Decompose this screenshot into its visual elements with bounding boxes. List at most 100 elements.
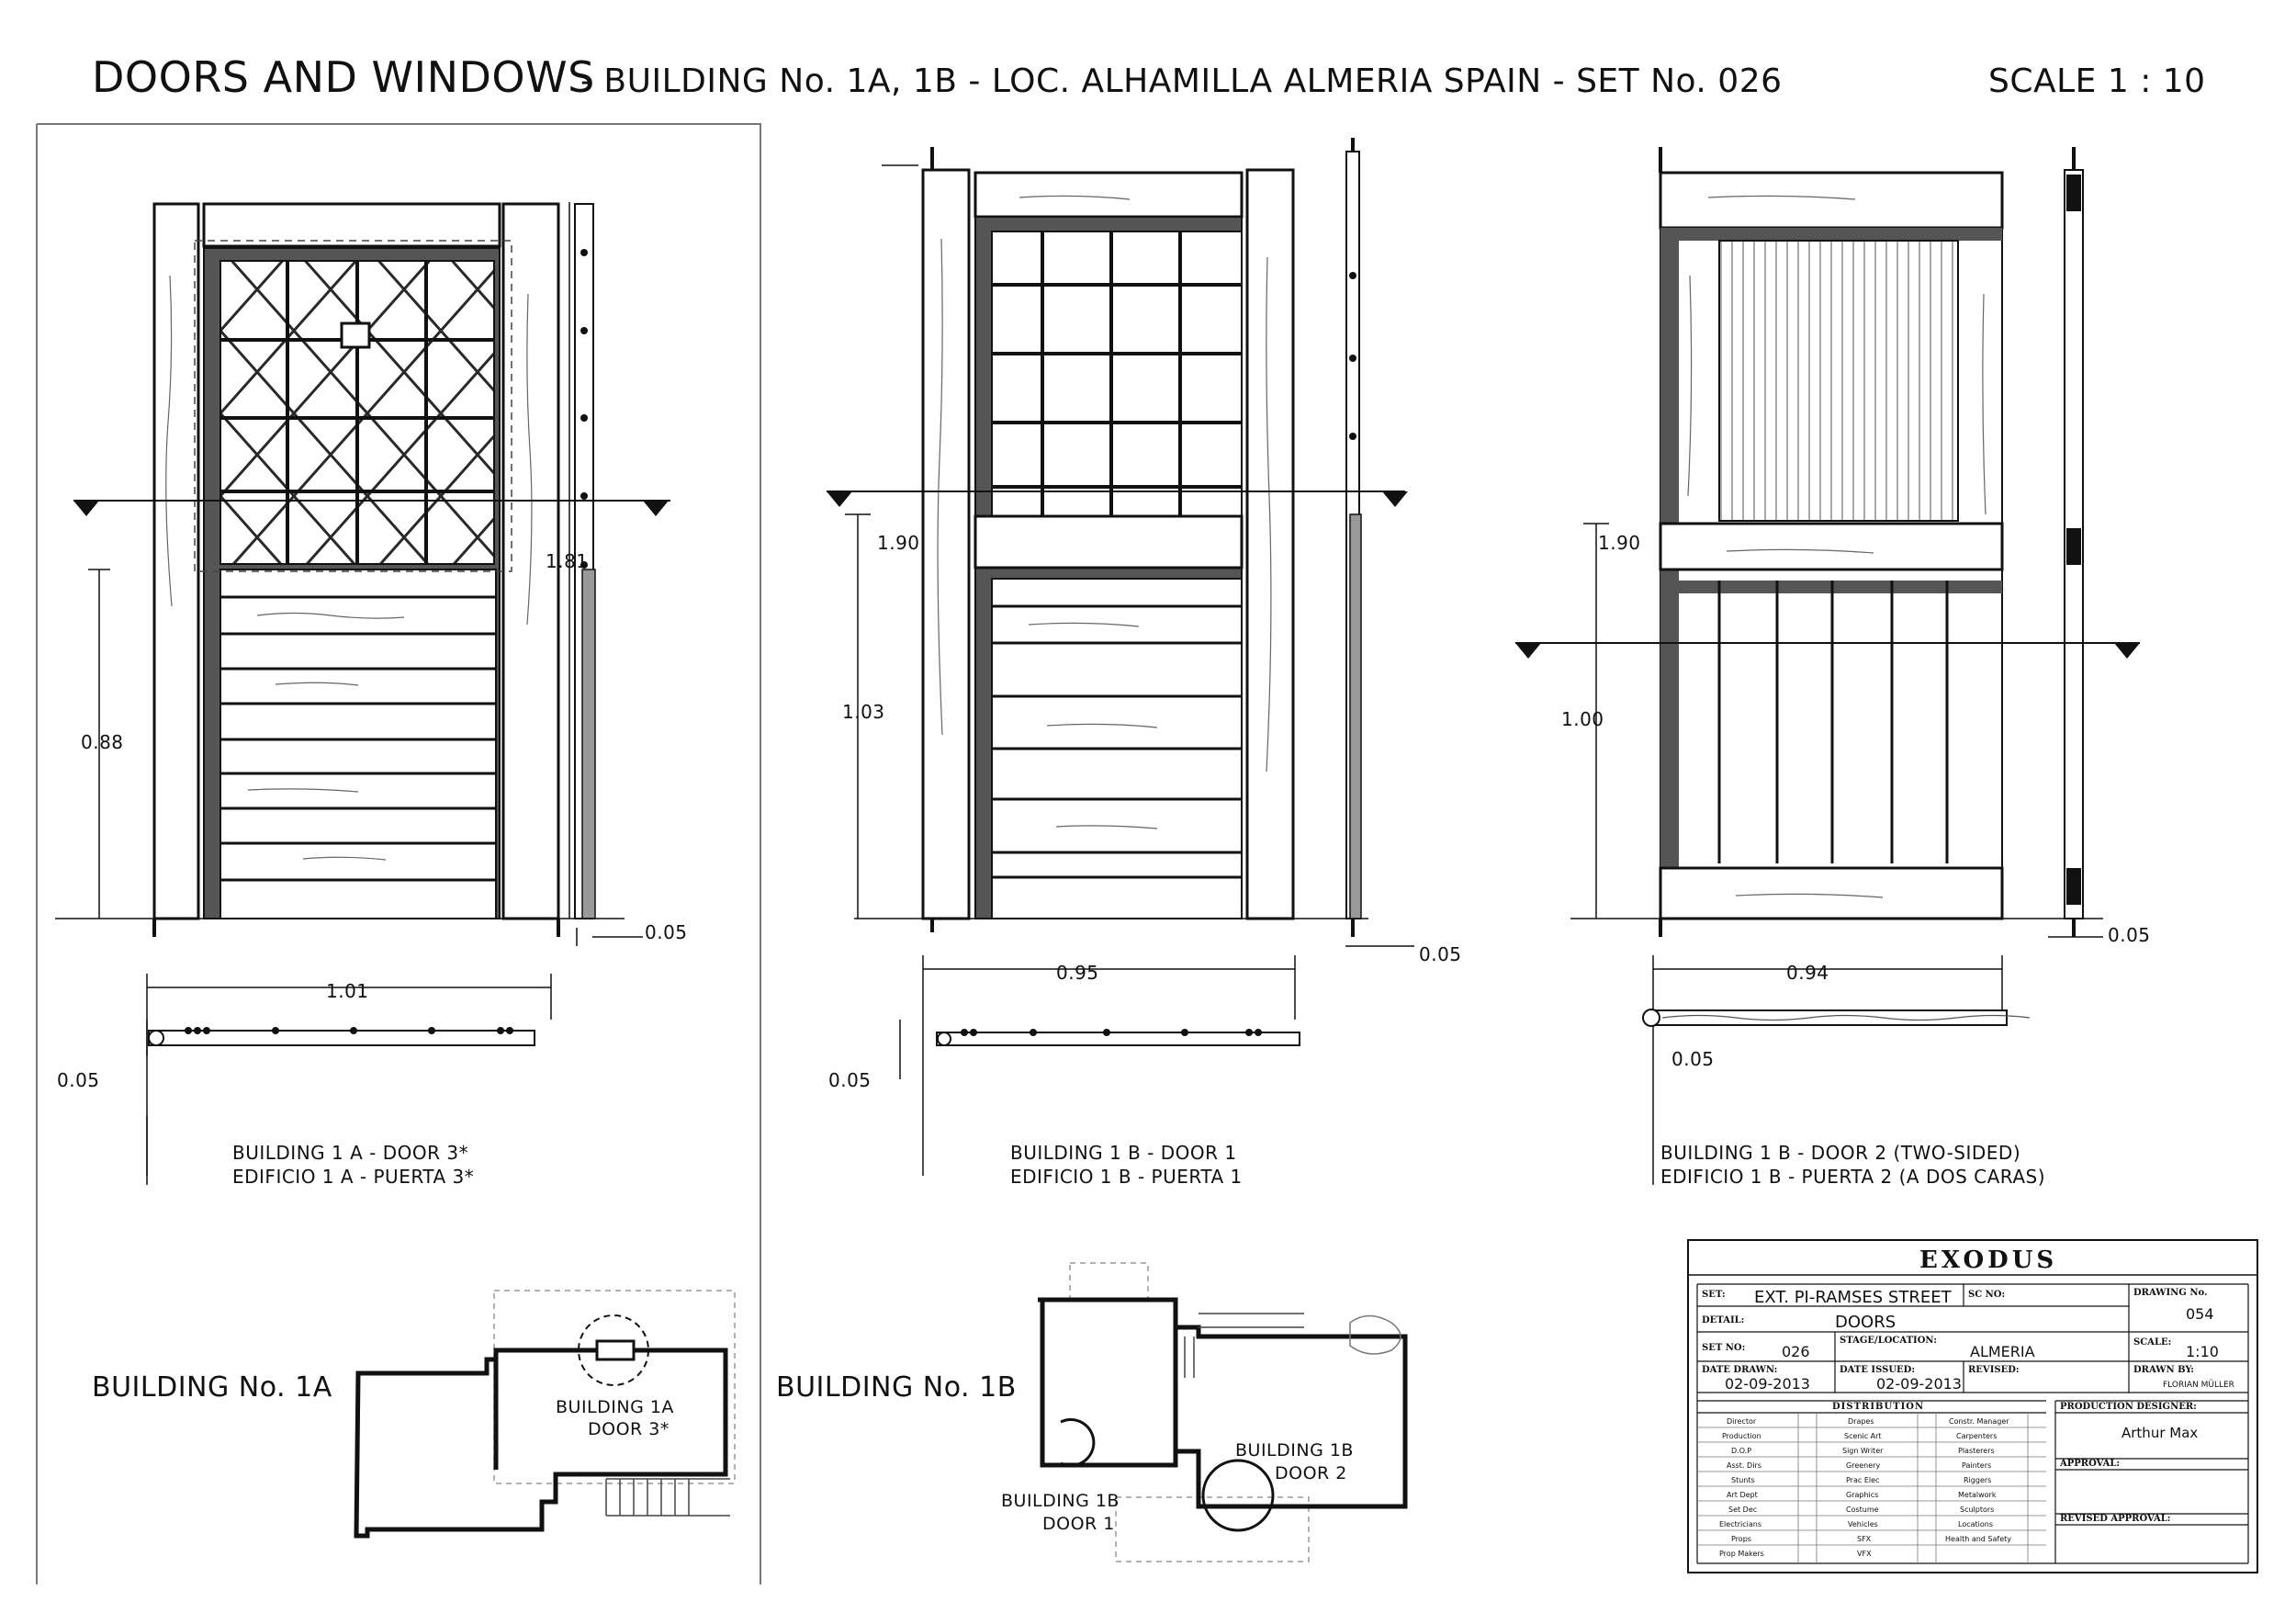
tb-drawing-no-label: DRAWING No.: [2133, 1288, 2207, 1298]
tb-distribution-label: DISTRIBUTION: [1832, 1402, 1924, 1412]
plan-1b-door1-label-2: DOOR 1: [1042, 1514, 1115, 1534]
door-1b-2-dim-width: 0.94: [1786, 962, 1829, 984]
door-1a-label-en: BUILDING 1 A - DOOR 3*: [232, 1142, 468, 1164]
tb-dist-3-1: Carpenters: [1956, 1432, 1997, 1440]
plan-1a-label-2: DOOR 3*: [588, 1419, 670, 1439]
tb-scale-value: 1:10: [2186, 1343, 2219, 1360]
door-1a-dim-thickness-side: 0.05: [645, 921, 688, 943]
sheet-scale: SCALE 1 : 10: [1988, 62, 2206, 100]
door-1b-1-elevation: [827, 138, 1408, 937]
door-1b-2-plan-section: [1642, 1009, 2031, 1027]
door-1a-label-es: EDIFICIO 1 A - PUERTA 3*: [232, 1166, 474, 1188]
door-1b-2-dim-thickness-side: 0.05: [2108, 924, 2151, 946]
door-1b-2-dimensions: [1570, 523, 2103, 1185]
tb-dist-3-5: Metalwork: [1958, 1491, 1997, 1499]
tb-stage-value: ALMERIA: [1970, 1343, 2035, 1360]
tb-dist-2-7: Vehicles: [1848, 1520, 1878, 1528]
door-1b-1-plan-section: [936, 1029, 1300, 1046]
sheet-title: DOORS AND WINDOWS: [92, 52, 595, 102]
tb-dist-3-2: Plasterers: [1958, 1447, 1995, 1455]
sheet-frame-left: [37, 123, 761, 1585]
plan-1a-drawing: [354, 1290, 736, 1539]
plan-1b-door2-label-1: BUILDING 1B: [1235, 1440, 1354, 1460]
door-1a-dim-thickness-plan: 0.05: [57, 1069, 100, 1091]
sheet-subtitle: - BUILDING No. 1A, 1B - LOC. ALHAMILLA A…: [580, 62, 1783, 100]
tb-date-issued-value: 02-09-2013: [1876, 1375, 1962, 1393]
tb-dist-3-4: Riggers: [1964, 1476, 1991, 1484]
tb-dist-1-8: Props: [1731, 1535, 1751, 1543]
door-1a-dim-total: 1.81: [546, 550, 589, 572]
door-1b-2-elevation: [1515, 147, 2140, 937]
tb-dist-1-7: Electricians: [1719, 1520, 1761, 1528]
tb-dist-2-4: Prac Elec: [1846, 1476, 1879, 1484]
door-1b-2-label-es: EDIFICIO 1 B - PUERTA 2 (A DOS CARAS): [1660, 1166, 2045, 1188]
door-1b-1-dim-total: 1.90: [877, 532, 920, 554]
plan-1a-title: BUILDING No. 1A: [92, 1371, 332, 1404]
tb-detail-value: DOORS: [1835, 1313, 1896, 1332]
tb-dist-3-8: Health and Safety: [1945, 1535, 2011, 1543]
tb-dist-1-1: Production: [1722, 1432, 1761, 1440]
tb-date-drawn-label: DATE DRAWN:: [1702, 1365, 1777, 1375]
plan-1b-drawing: [1038, 1262, 1408, 1562]
tb-dist-1-9: Prop Makers: [1719, 1550, 1764, 1558]
tb-date-issued-label: DATE ISSUED:: [1840, 1365, 1915, 1375]
door-1b-1-dim-width: 0.95: [1056, 962, 1099, 984]
plan-1b-title: BUILDING No. 1B: [776, 1371, 1017, 1404]
tb-dist-2-1: Scenic Art: [1844, 1432, 1882, 1440]
tb-dist-2-2: Sign Writer: [1842, 1447, 1884, 1455]
tb-dist-1-4: Stunts: [1731, 1476, 1755, 1484]
tb-set-label: SET:: [1702, 1290, 1726, 1300]
tb-production-designer-value: Arthur Max: [2122, 1425, 2198, 1441]
tb-dist-2-5: Graphics: [1846, 1491, 1878, 1499]
tb-drawing-no-value: 054: [2186, 1305, 2214, 1323]
tb-revised-label: REVISED:: [1968, 1365, 2020, 1375]
plan-1b-door2-label-2: DOOR 2: [1275, 1463, 1347, 1483]
title-block-production: EXODUS: [1919, 1246, 2057, 1274]
tb-dist-1-2: D.O.P: [1731, 1447, 1751, 1455]
tb-set-value: EXT. PI-RAMSES STREET: [1754, 1288, 1953, 1307]
tb-dist-3-0: Constr. Manager: [1949, 1417, 2009, 1426]
tb-date-drawn-value: 02-09-2013: [1725, 1375, 1810, 1393]
tb-scale-label: SCALE:: [2133, 1337, 2171, 1348]
door-1b-2-dim-lower: 1.00: [1561, 708, 1604, 730]
tb-drawn-by-label: DRAWN BY:: [2133, 1365, 2194, 1375]
tb-dist-3-7: Locations: [1958, 1520, 1993, 1528]
tb-dist-2-0: Drapes: [1848, 1417, 1874, 1426]
tb-dist-1-0: Director: [1727, 1417, 1757, 1426]
tb-dist-1-5: Art Dept: [1727, 1491, 1758, 1499]
tb-approval-label: APPROVAL:: [2059, 1459, 2120, 1469]
tb-sc-label: SC NO:: [1968, 1290, 2005, 1300]
door-1a-dim-lower: 0.88: [81, 731, 124, 753]
tb-dist-3-3: Painters: [1962, 1461, 1991, 1470]
door-1a-dim-width: 1.01: [326, 980, 369, 1002]
door-1a-plan-section: [146, 1027, 535, 1185]
door-1a-elevation: [73, 202, 670, 937]
door-1b-1-label-es: EDIFICIO 1 B - PUERTA 1: [1010, 1166, 1243, 1188]
tb-dist-3-6: Sculptors: [1960, 1506, 1994, 1514]
door-1b-1-label-en: BUILDING 1 B - DOOR 1: [1010, 1142, 1237, 1164]
tb-revised-approval-label: REVISED APPROVAL:: [2060, 1514, 2170, 1524]
tb-dist-2-3: Greenery: [1846, 1461, 1880, 1470]
tb-dist-2-8: SFX: [1857, 1535, 1872, 1543]
tb-dist-1-6: Set Dec: [1728, 1506, 1757, 1514]
door-1b-2-label-en: BUILDING 1 B - DOOR 2 (TWO-SIDED): [1660, 1142, 2020, 1164]
door-1b-1-dimensions: [845, 164, 1414, 1176]
title-block: [1687, 1239, 2258, 1573]
plan-1a-label-1: BUILDING 1A: [556, 1397, 674, 1417]
tb-dist-2-9: VFX: [1857, 1550, 1872, 1558]
door-1b-2-dim-thickness-plan: 0.05: [1671, 1048, 1715, 1070]
tb-stage-label: STAGE/LOCATION:: [1840, 1336, 1937, 1346]
plan-1b-door1-label-1: BUILDING 1B: [1001, 1491, 1120, 1511]
door-1b-1-dim-lower: 1.03: [842, 701, 885, 723]
door-1b-1-dim-thickness-side: 0.05: [1419, 943, 1462, 965]
tb-production-designer-label: PRODUCTION DESIGNER:: [2060, 1402, 2197, 1412]
tb-set-no-value: 026: [1782, 1343, 1810, 1360]
tb-dist-1-3: Asst. Dirs: [1727, 1461, 1761, 1470]
door-1b-1-dim-thickness-plan: 0.05: [828, 1069, 872, 1091]
tb-detail-label: DETAIL:: [1702, 1315, 1744, 1325]
tb-dist-2-6: Costume: [1846, 1506, 1879, 1514]
door-1a-dimensions: [55, 202, 643, 1176]
tb-set-no-label: SET NO:: [1702, 1343, 1745, 1353]
tb-drawn-by-value: FLORIAN MÜLLER: [2163, 1380, 2234, 1390]
